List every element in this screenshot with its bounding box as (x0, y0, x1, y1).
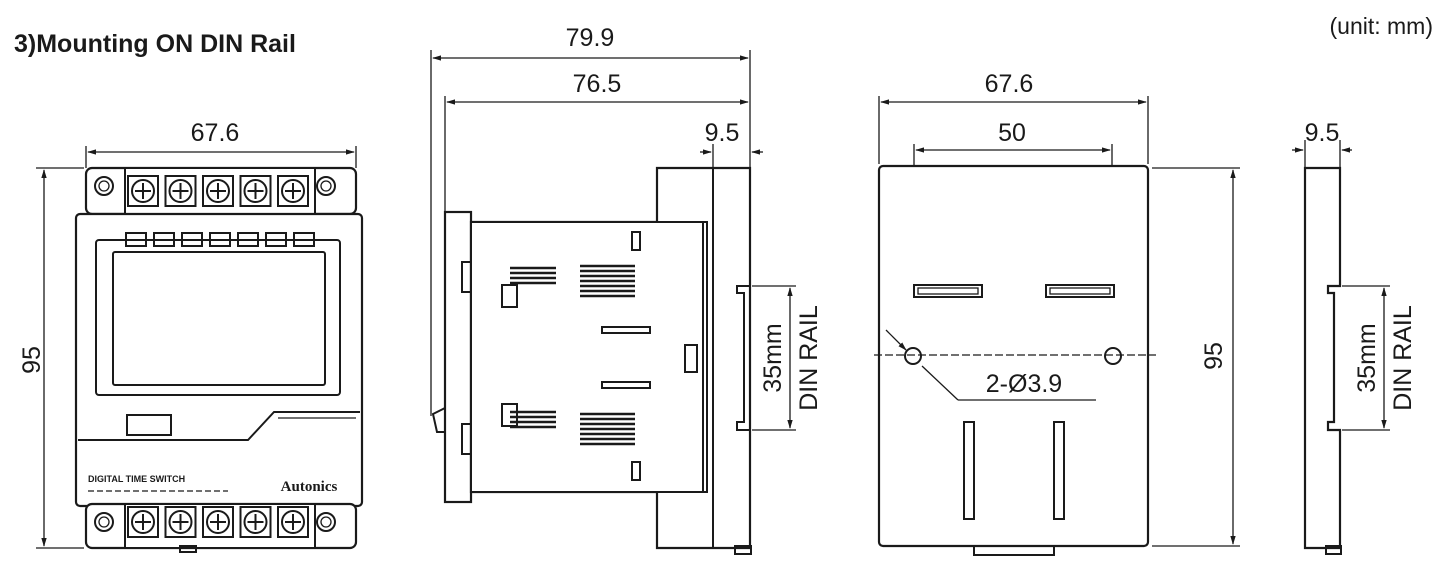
side-view: 79.9 76.5 9.5 35m (430, 24, 823, 555)
terminal-screw-icon (277, 175, 309, 207)
terminal-screw-icon (239, 175, 272, 207)
brand-logo: Autonics (281, 479, 338, 495)
hole-pitch-label: 50 (998, 119, 1026, 147)
front-width-label: 67.6 (191, 119, 240, 147)
lower-right-slot (1053, 421, 1065, 520)
front-key-button (237, 232, 259, 247)
mount-screw-icon (94, 176, 114, 196)
top-left-slot (913, 284, 983, 298)
led-window (126, 414, 172, 436)
back-plate (877, 164, 1150, 548)
front-height-label: 95 (18, 346, 46, 374)
back-height-label: 95 (1200, 342, 1228, 370)
front-key-button (153, 232, 175, 247)
back-view: 67.6 50 95 2-Ø3.9 (874, 70, 1240, 556)
profile-rail-name: DIN RAIL (1389, 305, 1417, 411)
side-rail-height-label: 35mm (759, 323, 787, 392)
profile-depth-label: 9.5 (1305, 119, 1340, 147)
body-depth-label: 76.5 (573, 70, 622, 98)
top-right-slot (1045, 284, 1115, 298)
rail-depth-label: 9.5 (705, 119, 740, 147)
rail-profile-body (1303, 166, 1342, 550)
terminal-screw-icon (202, 506, 234, 538)
back-width-label: 67.6 (985, 70, 1034, 98)
overall-depth-label: 79.9 (566, 24, 615, 52)
mount-screw-icon (316, 176, 336, 196)
front-view: 67.6 95 DIGITAL TIME SWITCH Autonics (18, 119, 364, 553)
terminal-screw-icon (239, 506, 272, 538)
terminal-screw-icon (202, 175, 234, 207)
front-buttons (125, 232, 315, 247)
mount-hole-icon (904, 347, 922, 365)
rail-profile: 9.5 35mm DIN RAIL (1292, 119, 1417, 555)
hole-label: 2-Ø3.9 (986, 370, 1062, 398)
side-vents (510, 264, 635, 446)
product-label: DIGITAL TIME SWITCH (88, 474, 185, 484)
terminal-screw-icon (164, 506, 197, 538)
lcd-display (112, 251, 326, 386)
mount-screw-icon (94, 512, 114, 532)
side-rail-name: DIN RAIL (795, 305, 823, 411)
profile-rail-height-label: 35mm (1353, 323, 1381, 392)
front-key-button (125, 232, 147, 247)
front-body (74, 212, 364, 508)
mount-hole-icon (1104, 347, 1122, 365)
front-flange (443, 210, 473, 504)
terminal-screw-icon (127, 506, 159, 538)
unit-label: (unit: mm) (1330, 13, 1434, 39)
terminal-screw-icon (164, 175, 197, 207)
lower-left-slot (963, 421, 975, 520)
mount-screw-icon (316, 512, 336, 532)
terminal-screw-icon (277, 506, 309, 538)
front-terminal-screws (127, 175, 309, 538)
terminal-screw-icon (127, 175, 159, 207)
front-key-button (293, 232, 315, 247)
front-key-button (209, 232, 231, 247)
front-key-button (181, 232, 203, 247)
front-key-button (265, 232, 287, 247)
page-title: 3)Mounting ON DIN Rail (14, 30, 296, 58)
